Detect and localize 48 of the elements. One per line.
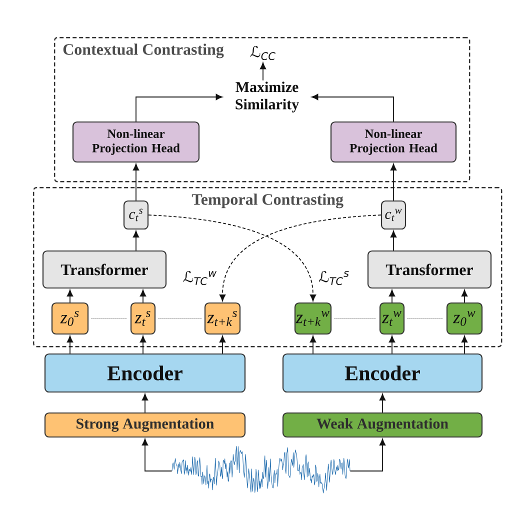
dashed-arrow — [148, 214, 316, 302]
feature-box: z$_{t}$w — [379, 302, 405, 335]
arrow — [132, 230, 140, 251]
encoder-box: Encoder — [44, 353, 246, 393]
encoder-box: Encoder — [282, 353, 483, 393]
arrow — [132, 164, 140, 201]
feature-box: z$_{0}$s — [51, 302, 89, 335]
augmentation-box: Strong Augmentation — [44, 412, 246, 438]
context-vector-box: c$_{t}$s — [123, 200, 149, 230]
arrow — [142, 438, 172, 472]
transformer-box: Transformer — [42, 250, 167, 289]
dotted-line — [334, 318, 377, 319]
arrow — [142, 394, 148, 413]
edge-label: ℒ$_{TC}$w — [183, 270, 217, 286]
loss-symbol: ℒ$_{CC}$ — [250, 46, 276, 60]
arrow — [140, 290, 146, 303]
arrow — [350, 438, 386, 472]
augmentation-box: Weak Augmentation — [282, 412, 483, 438]
arrow — [260, 62, 266, 81]
projection-head-box: Non-linear Projection Head — [72, 121, 200, 163]
dashed-arrow — [219, 214, 382, 302]
context-vector-box: c$_{t}$w — [380, 200, 406, 230]
feature-box: z$_{t}$s — [130, 302, 156, 335]
dotted-line — [91, 318, 128, 319]
arrow — [388, 290, 396, 303]
dotted-line — [407, 318, 444, 319]
arrow — [388, 336, 396, 354]
arrow — [66, 336, 74, 354]
feature-box: z$_{t+k}$s — [204, 302, 241, 335]
projection-head-box: Non-linear Projection Head — [330, 121, 457, 163]
objective-label: Maximize Similarity — [236, 82, 299, 112]
feature-box: z$_{0}$w — [446, 302, 483, 335]
arrow — [66, 290, 74, 303]
arrow — [390, 164, 397, 201]
arrow — [311, 94, 394, 122]
edge-label: ℒ$_{TC}$s — [319, 270, 349, 286]
feature-box: z$_{t+k}$w — [294, 302, 332, 335]
arrow — [136, 94, 223, 122]
dotted-line — [158, 318, 202, 319]
arrow — [461, 290, 468, 303]
arrow — [461, 336, 468, 354]
signal-waveform — [172, 446, 350, 494]
arrow — [219, 336, 226, 354]
arrow — [310, 336, 316, 354]
arrow — [390, 230, 397, 251]
arrow — [140, 336, 146, 354]
transformer-box: Transformer — [367, 250, 492, 289]
arrow — [379, 394, 386, 413]
